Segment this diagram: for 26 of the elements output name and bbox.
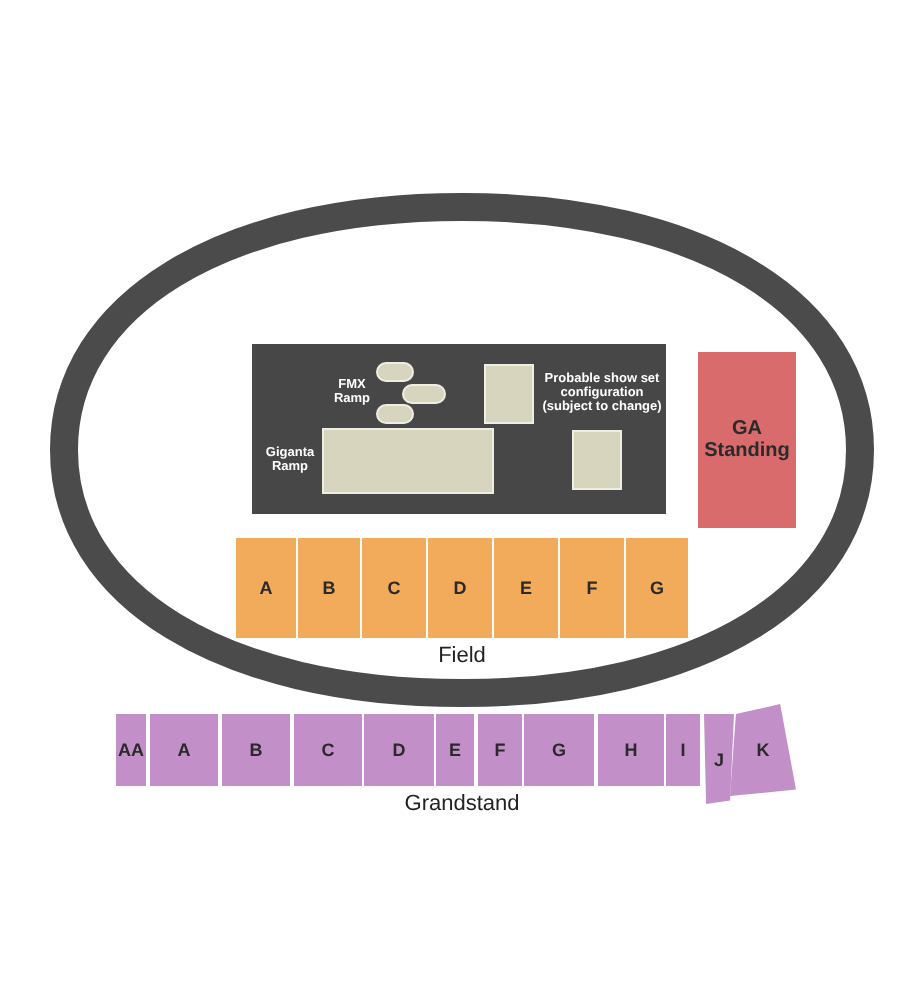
seating-section: I <box>666 714 700 786</box>
seating-section: K <box>730 704 796 796</box>
stage-area <box>252 344 666 514</box>
seating-section: C <box>362 538 426 638</box>
seating-section: G <box>524 714 594 786</box>
seating-section: A <box>150 714 218 786</box>
seating-section: F <box>478 714 522 786</box>
area-label: Field <box>438 644 486 668</box>
seating-section: C <box>294 714 362 786</box>
area-label: Grandstand <box>404 792 520 816</box>
seating-section: E <box>436 714 474 786</box>
ramp-platform <box>322 428 494 494</box>
seating-section: F <box>560 538 624 638</box>
seating-section: D <box>428 538 492 638</box>
set-platform <box>484 364 534 424</box>
seating-section: D <box>364 714 434 786</box>
seating-section: G <box>626 538 688 638</box>
standing-area: GA Standing <box>698 352 796 528</box>
seating-section: AA <box>116 714 146 786</box>
seating-section: E <box>494 538 558 638</box>
seating-section: J <box>704 714 734 804</box>
seating-section: A <box>236 538 296 638</box>
set-platform <box>572 430 622 490</box>
seating-section: H <box>598 714 664 786</box>
seating-section: B <box>298 538 360 638</box>
seating-section: B <box>222 714 290 786</box>
